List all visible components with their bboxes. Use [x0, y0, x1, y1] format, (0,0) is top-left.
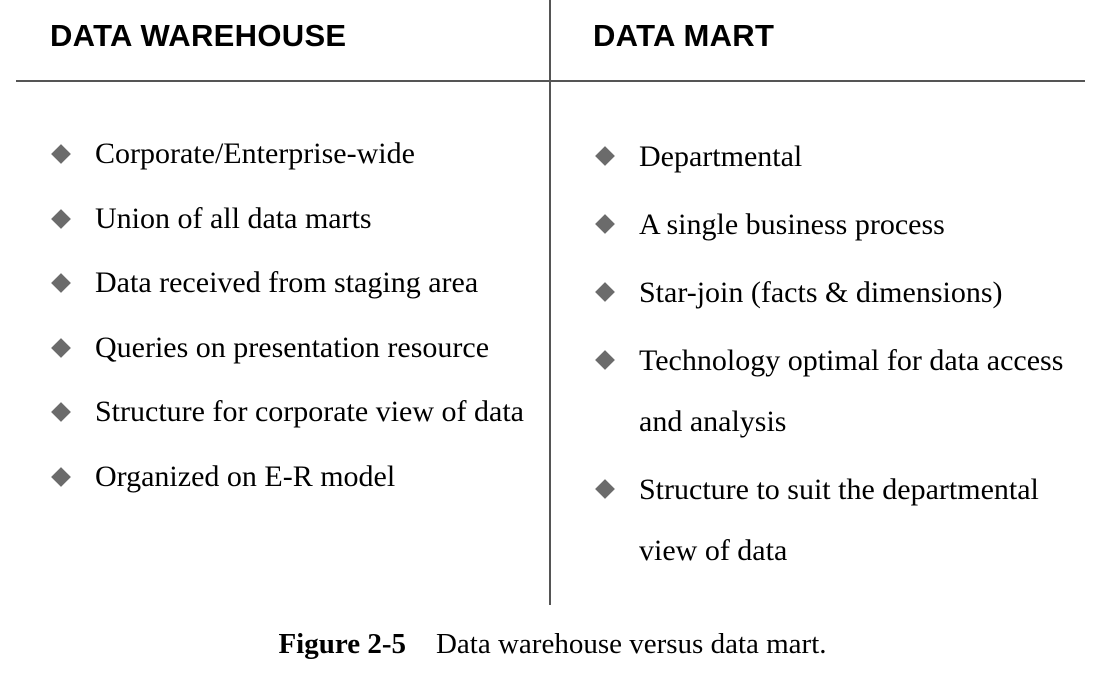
data-warehouse-heading: DATA WAREHOUSE	[50, 18, 347, 53]
diamond-bullet-icon	[595, 146, 615, 166]
list-item: Technology optimal for data access and a…	[594, 330, 1094, 452]
diamond-bullet-icon	[51, 144, 71, 164]
figure-number: Figure 2-5	[278, 628, 406, 660]
list-item: Corporate/Enterprise-wide	[50, 126, 545, 182]
diamond-bullet-icon	[595, 214, 615, 234]
list-item-label: Data received from staging area	[95, 266, 479, 299]
list-item: Data received from staging area	[50, 255, 545, 311]
figure-caption: Figure 2-5 Data warehouse versus data mar…	[0, 628, 1105, 661]
diamond-bullet-icon	[51, 208, 71, 229]
list-item-label: Structure for corporate view of data	[95, 395, 524, 428]
list-item: A single business process	[594, 194, 1094, 255]
list-item: Departmental	[594, 126, 1094, 187]
diamond-bullet-icon	[595, 282, 615, 302]
list-item-label: Structure to suit the departmental view …	[639, 473, 1039, 567]
diamond-bullet-icon	[595, 350, 615, 370]
list-item-label: Departmental	[639, 140, 803, 173]
list-item: Structure for corporate view of data	[50, 384, 545, 440]
list-item-label: Star-join (facts & dimensions)	[639, 276, 1003, 309]
list-item-label: Organized on E-R model	[95, 459, 396, 493]
list-item-label: Union of all data marts	[95, 201, 372, 235]
diamond-bullet-icon	[595, 479, 615, 499]
data-mart-list: Departmental A single business process S…	[594, 126, 1094, 588]
list-item-label: A single business process	[639, 208, 945, 241]
list-item-label: Corporate/Enterprise-wide	[95, 137, 415, 170]
data-warehouse-list: Corporate/Enterprise-wide Union of all d…	[50, 126, 545, 513]
list-item: Organized on E-R model	[50, 449, 545, 505]
column-divider	[549, 0, 551, 605]
list-item: Star-join (facts & dimensions)	[594, 262, 1094, 323]
list-item: Structure to suit the departmental view …	[594, 459, 1094, 581]
list-item-label: Technology optimal for data access and a…	[639, 344, 1064, 438]
list-item-label: Queries on presentation resource	[95, 330, 490, 364]
list-item: Union of all data marts	[50, 191, 545, 247]
diamond-bullet-icon	[51, 337, 71, 358]
list-item: Queries on presentation resource	[50, 320, 545, 376]
data-mart-heading: DATA MART	[593, 18, 775, 53]
diamond-bullet-icon	[51, 466, 71, 487]
diamond-bullet-icon	[51, 273, 71, 293]
diamond-bullet-icon	[51, 402, 71, 422]
caption-text: Data warehouse versus data mart.	[435, 628, 827, 660]
